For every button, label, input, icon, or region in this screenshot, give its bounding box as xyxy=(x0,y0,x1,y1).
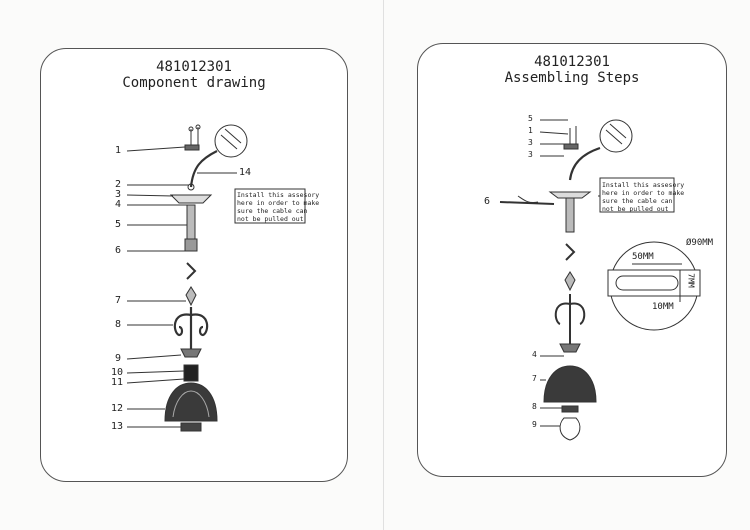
step-callout-5: 5 xyxy=(528,114,533,123)
callout-9: 9 xyxy=(115,353,122,364)
left-note-line-4: not be pulled out xyxy=(237,215,304,223)
callout-4: 4 xyxy=(115,199,122,210)
assembling-steps-panel: 481012301 Assembling Steps xyxy=(417,43,727,477)
detail-circle xyxy=(214,124,248,158)
callout-12: 12 xyxy=(111,403,124,414)
power-cable xyxy=(189,150,218,188)
light-bulb xyxy=(559,417,581,441)
cable-grip xyxy=(187,183,195,191)
screw-head-1 xyxy=(188,126,194,132)
left-note-line-2: here in order to make xyxy=(237,199,320,207)
component-drawing-panel: 481012301 Component drawing xyxy=(40,48,348,482)
left-note-line-3: sure the cable can xyxy=(237,207,308,215)
component-diagram xyxy=(126,124,306,432)
callout-7: 7 xyxy=(115,295,122,306)
step-callout-4: 4 xyxy=(532,350,537,359)
callout-13: 13 xyxy=(111,421,124,432)
shade-ring-right xyxy=(561,405,579,413)
callout-2: 2 xyxy=(115,179,122,190)
shade-ring xyxy=(180,422,202,432)
scroll-arm-right xyxy=(190,313,209,337)
power-cable-right xyxy=(568,146,601,181)
screw-head-2 xyxy=(195,124,201,130)
left-panel-title: Component drawing xyxy=(122,75,266,91)
right-note-line-3: sure the cable can xyxy=(602,197,673,205)
mounting-bracket-right xyxy=(563,143,579,150)
bracket-slot xyxy=(615,275,679,291)
step-callout-8: 8 xyxy=(532,402,537,411)
left-product-code: 481012301 xyxy=(156,59,232,75)
cable-coil xyxy=(517,195,539,203)
right-note-line-1: Install this assesory xyxy=(602,181,685,189)
lamp-socket xyxy=(183,364,199,382)
step-callout-7: 7 xyxy=(532,374,537,383)
bracket-plate xyxy=(607,269,701,297)
callout-1: 1 xyxy=(115,145,122,156)
page-fold xyxy=(383,0,384,530)
callout-11: 11 xyxy=(111,377,124,388)
dimension-side: 7MM xyxy=(686,273,696,288)
down-rod-right xyxy=(565,197,575,233)
chain-link-right xyxy=(565,243,576,261)
mounting-bracket xyxy=(184,144,200,151)
right-note-line-4: not be pulled out xyxy=(602,205,669,213)
callout-8: 8 xyxy=(115,319,122,330)
shade-pattern xyxy=(172,390,210,418)
callout-10: 10 xyxy=(111,367,124,378)
canopy xyxy=(169,194,213,204)
glass-shade xyxy=(164,382,218,422)
side-cable xyxy=(499,201,555,205)
callout-14: 14 xyxy=(239,167,252,178)
scroll-arm-left xyxy=(173,307,193,349)
left-install-note: Install this assesory here in order to m… xyxy=(237,191,319,223)
holder-cup xyxy=(180,348,202,358)
dimension-diameter: Ø90MM xyxy=(686,238,714,248)
assembly-diagram xyxy=(499,119,701,441)
right-product-code: 481012301 xyxy=(534,54,610,70)
cable-clip-detail xyxy=(220,128,242,150)
holder-cup-right xyxy=(559,343,581,353)
right-note-line-2: here in order to make xyxy=(602,189,685,197)
dimension-width: 50MM xyxy=(632,252,654,262)
canopy-right xyxy=(548,191,592,199)
dimension-height: 10MM xyxy=(652,302,674,312)
detail-circle-right xyxy=(599,119,633,153)
finial-right xyxy=(564,271,576,292)
right-panel-title: Assembling Steps xyxy=(504,70,640,86)
callout-6: 6 xyxy=(115,245,122,256)
step-callout-3b: 3 xyxy=(528,150,533,159)
finial xyxy=(185,286,197,307)
step-callout-1: 1 xyxy=(528,126,533,135)
callout-3: 3 xyxy=(115,189,122,200)
cable-clip-detail-right xyxy=(605,123,627,145)
scroll-arms-right xyxy=(554,294,586,344)
right-install-note: Install this assesory here in order to m… xyxy=(602,181,684,213)
coupler xyxy=(184,238,198,252)
step-callout-3a: 3 xyxy=(528,138,533,147)
callout-5: 5 xyxy=(115,219,122,230)
step-callout-9: 9 xyxy=(532,420,537,429)
left-note-line-1: Install this assesory xyxy=(237,191,320,199)
down-rod xyxy=(186,204,196,242)
glass-shade-right xyxy=(543,365,597,403)
step-callout-6: 6 xyxy=(484,196,491,207)
chain-link xyxy=(186,262,197,280)
